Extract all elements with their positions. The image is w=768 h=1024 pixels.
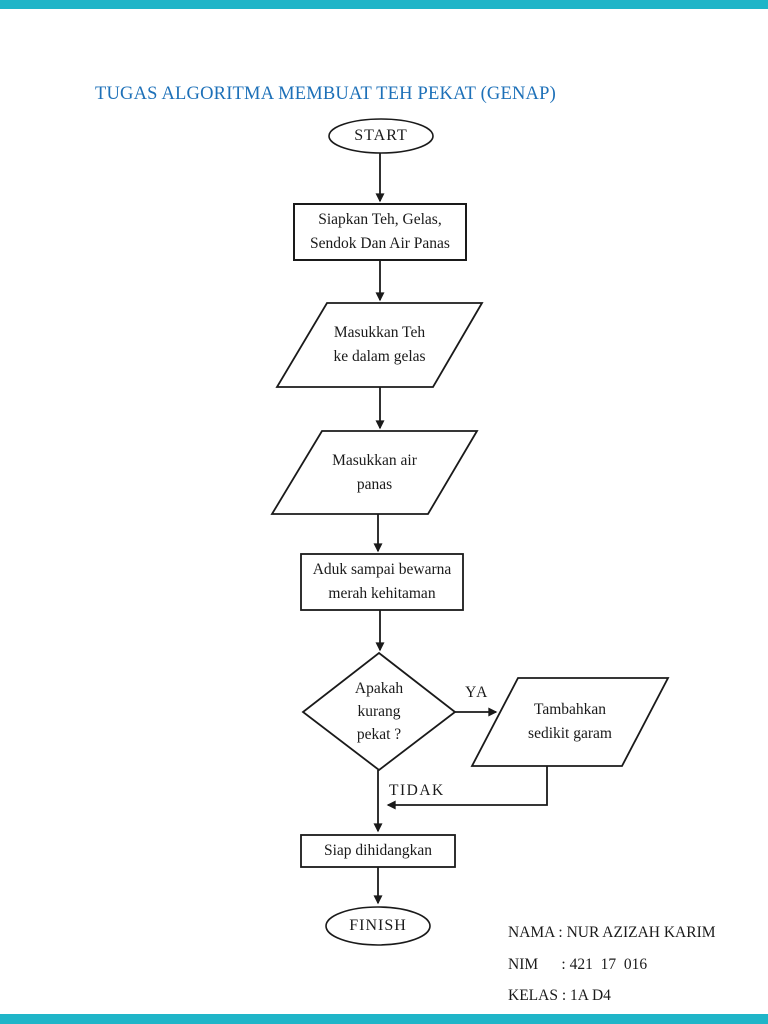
prepare-label: Siapkan Teh, Gelas, Sendok Dan Air Panas — [310, 211, 450, 252]
add-salt-label: Tambahkan sedikit garam — [528, 701, 612, 742]
author-info-block: NAMA : NUR AZIZAH KARIM NIM : 421 17 016… — [508, 917, 716, 1012]
author-name-line: NAMA : NUR AZIZAH KARIM — [508, 924, 716, 941]
add-tea-label: Masukkan Teh ke dalam gelas — [333, 324, 426, 365]
bottom-accent-bar — [0, 1014, 768, 1024]
yes-branch-label: YA — [465, 684, 489, 701]
author-nim-line: NIM : 421 17 016 — [508, 955, 648, 973]
add-water-parallelogram-shape — [270, 430, 479, 515]
add-salt-parallelogram-shape — [470, 677, 670, 767]
add-tea-parallelogram-shape — [275, 302, 484, 388]
decision-label: Apakah kurang pekat ? — [354, 680, 404, 743]
prepare-process-shape — [293, 203, 467, 261]
top-accent-bar — [0, 0, 768, 9]
add-water-label: Masukkan air panas — [332, 451, 417, 493]
page-title: TUGAS ALGORITMA MEMBUAT TEH PEKAT (GENAP… — [95, 84, 556, 104]
decision-diamond-shape — [301, 651, 457, 772]
author-class-line: KELAS : 1A D4 — [508, 987, 611, 1004]
serve-label: Siap dihidangkan — [323, 842, 433, 859]
start-terminator-shape — [328, 118, 434, 154]
finish-terminator-shape — [325, 906, 431, 946]
finish-label: FINISH — [349, 917, 407, 934]
stir-label: Aduk sampai bewarna merah kehitaman — [312, 561, 452, 602]
start-label: START — [354, 127, 408, 144]
stir-process-shape — [300, 553, 464, 611]
serve-process-shape — [300, 834, 456, 868]
arrow-addsalt-return — [386, 766, 548, 810]
no-branch-label: TIDAK — [389, 782, 445, 799]
